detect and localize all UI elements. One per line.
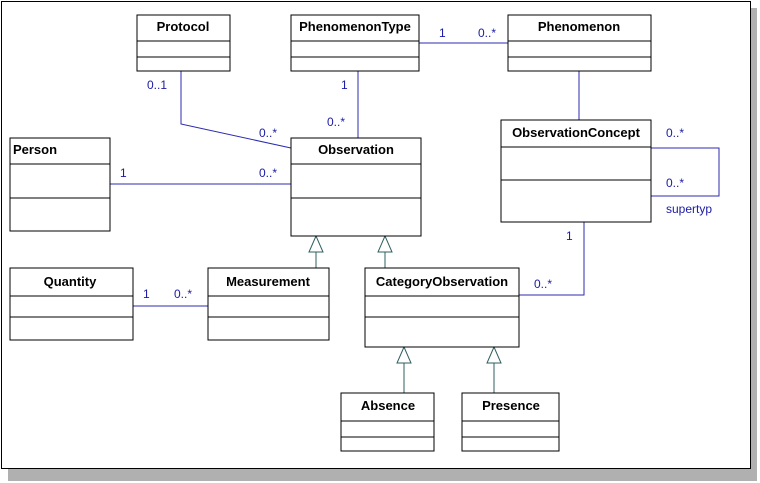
class-quantity[interactable]: Quantity [9, 267, 134, 341]
class-phenomenontype[interactable]: PhenomenonType [290, 14, 420, 72]
mult-observation-from-protocol: 0..* [259, 126, 277, 140]
class-name: CategoryObservation [376, 274, 508, 289]
class-name: Absence [361, 398, 415, 413]
mult-person-end: 1 [120, 166, 127, 180]
class-box [340, 392, 435, 452]
assoc-line-observationconcept-self [651, 147, 720, 197]
gen-arrow-presence-categoryobservation [486, 345, 502, 364]
class-name: ObservationConcept [512, 125, 641, 140]
assoc-line-observationconcept-categoryobservation [519, 222, 585, 296]
gen-arrow-measurement-observation [308, 234, 324, 253]
mult-categoryobservation-from-observationconcept: 0..* [534, 277, 552, 291]
mult-observationconcept-self-bottom: 0..* [666, 176, 684, 190]
class-box [9, 267, 134, 341]
mult-measurement-from-quantity: 0..* [174, 287, 192, 301]
assoc-line-protocol-observation [180, 71, 292, 149]
gen-arrow-absence-categoryobservation [396, 345, 412, 364]
class-name: Presence [482, 398, 540, 413]
mult-observationconcept-to-categoryobservation: 1 [566, 229, 573, 243]
class-box [500, 119, 652, 223]
class-observation[interactable]: Observation [290, 137, 422, 237]
class-measurement[interactable]: Measurement [207, 267, 330, 341]
role-supertyp: supertyp [666, 202, 712, 216]
class-name: Protocol [157, 19, 210, 34]
class-person[interactable]: Person [9, 137, 111, 232]
class-box [290, 137, 422, 237]
class-box [364, 267, 520, 348]
class-box [461, 392, 560, 452]
mult-phenomenon-from-phenomenontype: 0..* [478, 26, 496, 40]
class-absence[interactable]: Absence [340, 392, 435, 452]
mult-observationconcept-self-top: 0..* [666, 126, 684, 140]
class-name: Phenomenon [538, 19, 620, 34]
class-name: Observation [318, 142, 394, 157]
class-observationconcept[interactable]: ObservationConcept [500, 119, 652, 223]
class-categoryobservation[interactable]: CategoryObservation [364, 267, 520, 348]
class-box [290, 14, 420, 72]
class-box [507, 14, 652, 72]
class-protocol[interactable]: Protocol [136, 14, 231, 72]
mult-observation-from-phenomenontype: 0..* [327, 115, 345, 129]
mult-observation-from-person: 0..* [259, 166, 277, 180]
class-name: Measurement [226, 274, 310, 289]
class-presence[interactable]: Presence [461, 392, 560, 452]
mult-phenomenontype-to-phenomenon: 1 [439, 26, 446, 40]
class-phenomenon[interactable]: Phenomenon [507, 14, 652, 72]
class-box [207, 267, 330, 341]
class-box [9, 137, 111, 232]
gen-arrow-categoryobservation-observation [377, 234, 393, 253]
mult-protocol-end: 0..1 [147, 78, 167, 92]
mult-phenomenontype-to-observation: 1 [341, 78, 348, 92]
class-name: Quantity [44, 274, 97, 289]
class-name: Person [13, 142, 57, 157]
mult-quantity-end: 1 [143, 287, 150, 301]
class-box [136, 14, 231, 72]
class-name: PhenomenonType [299, 19, 411, 34]
